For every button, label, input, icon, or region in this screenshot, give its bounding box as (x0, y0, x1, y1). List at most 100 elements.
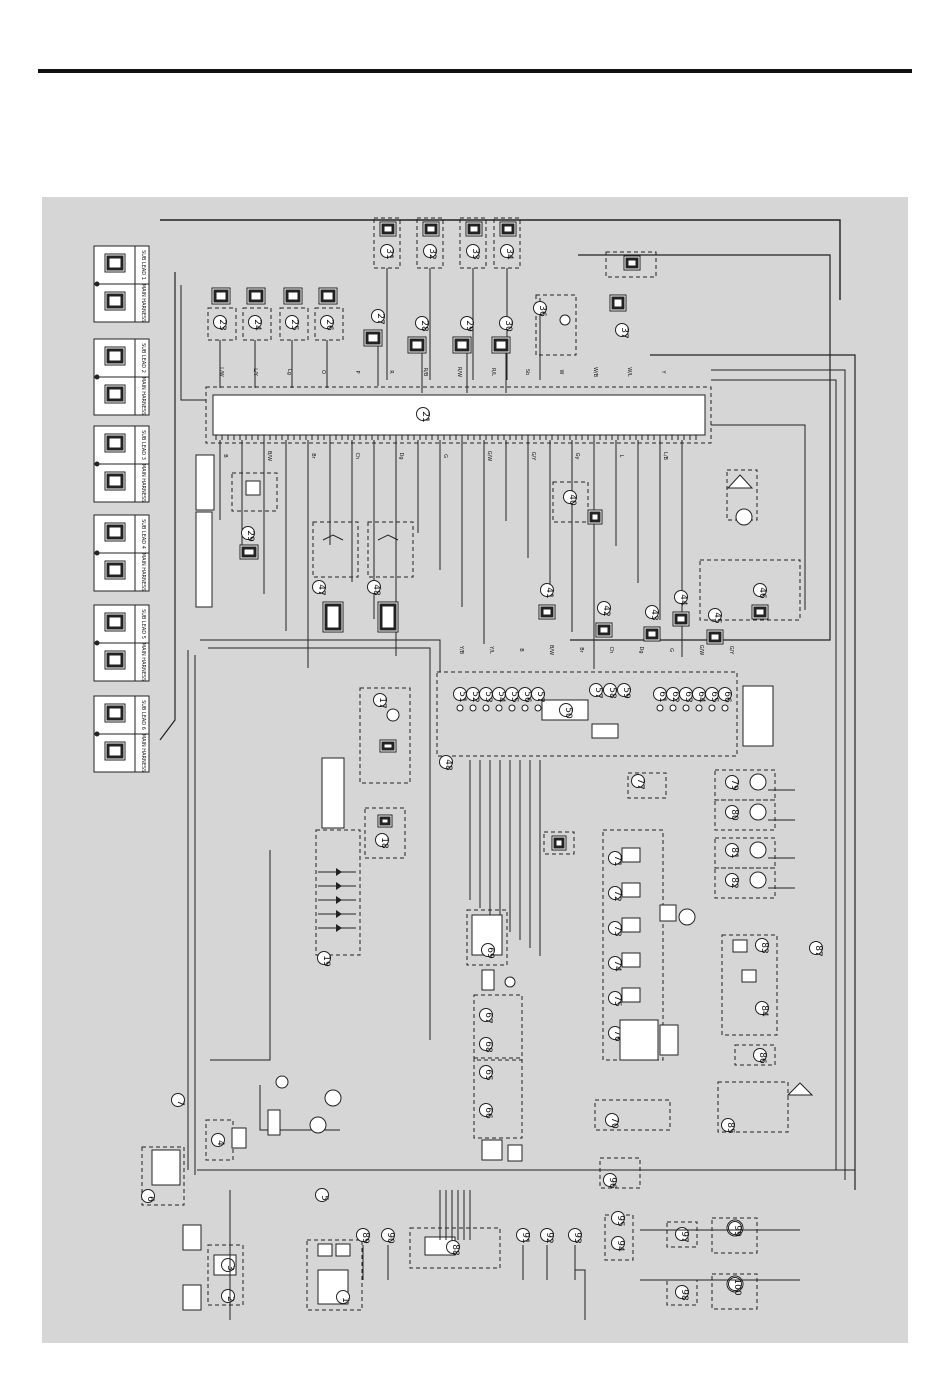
connector-face (108, 437, 122, 449)
connector-number-badge (312, 580, 326, 594)
sensor-boundary (627, 772, 667, 799)
connector-face (627, 259, 637, 267)
lamp-bulb (749, 803, 767, 821)
indicator-lamp (495, 704, 503, 712)
connector-housing (659, 1024, 679, 1056)
connector-number: 48 (371, 584, 381, 596)
connector-housing (317, 1243, 333, 1257)
indicator-lamp (669, 704, 677, 712)
connector-number: 61 (657, 691, 667, 702)
connector-number: 41 (544, 587, 554, 598)
connector-number: 83 (759, 942, 769, 953)
connector-number-badge (481, 943, 495, 957)
connector-number: 56 (522, 691, 532, 703)
connector-number: 23 (217, 319, 227, 330)
connector-face (322, 291, 334, 301)
connector-housing (481, 969, 495, 991)
sensor-group (314, 307, 344, 341)
connector-number: 80 (729, 809, 739, 821)
wire-color-label: R/B (422, 368, 428, 377)
connector-number: 74 (612, 960, 622, 972)
wire-color-label: W/B (592, 367, 598, 378)
lamp-boundary (711, 1273, 758, 1310)
horn-boundary (717, 1081, 789, 1133)
connector-number: 27 (375, 313, 385, 324)
connector-number: 81 (729, 847, 739, 858)
connector-boundary (666, 1221, 698, 1248)
legend-dot (94, 550, 100, 556)
connector-number-badge (213, 315, 227, 329)
ecu-block (212, 394, 706, 436)
connector-number: 66 (722, 691, 732, 703)
connector-number-badge (605, 1113, 619, 1127)
connector-number-badge (516, 1228, 530, 1242)
top-connector-group (493, 217, 521, 269)
lamp-boundary (714, 799, 776, 831)
wire-color-label: W (558, 370, 564, 375)
connector-number: 73 (612, 925, 622, 936)
switch-connector (621, 882, 641, 898)
connector-number: 6 (145, 1196, 155, 1202)
wire-color-label: Lg (286, 369, 292, 375)
connector-number: 36 (537, 305, 547, 317)
top-connector-group (416, 217, 444, 269)
relay-boundary (359, 687, 411, 784)
connector-face (599, 626, 609, 634)
connector-number-badge (317, 951, 331, 965)
connector-face (383, 225, 393, 233)
legend-left-label: MAIN HARNESS (140, 734, 146, 772)
connector-number: 96 (607, 1177, 617, 1189)
connector-number-badge (500, 244, 514, 258)
connector-number-badge (597, 601, 611, 615)
connector-number: 95 (615, 1215, 625, 1226)
legend-dot (94, 640, 100, 646)
connector-number: 70 (609, 1117, 619, 1129)
connector-boundary (466, 909, 508, 966)
wire (210, 850, 271, 1061)
indicator-lamp (534, 704, 542, 712)
connector-number: 69 (485, 947, 495, 959)
connector-number: 98 (679, 1289, 689, 1301)
starter-connector (231, 1127, 247, 1149)
connector-face (108, 388, 122, 400)
connector-number: 29 (464, 320, 474, 332)
connector-number: 90 (385, 1232, 395, 1244)
relay-boundary (231, 472, 278, 512)
connector-number: 32 (427, 248, 437, 259)
connector-face (287, 291, 299, 301)
wire-color-label: Br (578, 647, 584, 653)
connector-number: 58 (607, 687, 617, 699)
connector-number-badge (611, 1211, 625, 1225)
connector-number-badge (336, 1290, 350, 1304)
connector-housing (182, 1224, 202, 1251)
diode-symbol (336, 910, 342, 918)
legend-left-label: MAIN HARNESS (140, 464, 146, 502)
connector-number: 45 (712, 612, 722, 623)
connector-number-badge (221, 1289, 235, 1303)
wire-color-label: R/L (490, 368, 496, 376)
connector-number: 42 (601, 605, 611, 616)
connector-number: 85 (725, 1122, 735, 1133)
wire (208, 647, 431, 1040)
connector-number: 87 (813, 945, 823, 956)
connector-number: 99 (732, 1225, 742, 1237)
connector-number: 7 (175, 1100, 185, 1106)
header-rule (38, 69, 912, 73)
switch-connector (621, 952, 641, 968)
legend-left-label: MAIN HARNESS (140, 377, 146, 415)
connector-number-badge (423, 244, 437, 258)
meter-ic (591, 723, 619, 739)
connector-number-badge (211, 1133, 225, 1147)
connector-number-badge (615, 323, 629, 337)
connector-face (495, 340, 507, 350)
connector-number-badge (718, 687, 732, 701)
lamp-connector (732, 939, 748, 953)
wire-color-label: Sb (524, 369, 530, 375)
connector-number-badge (533, 301, 547, 315)
connector-number: 29 (245, 530, 255, 542)
lamp-boundary (714, 769, 776, 801)
battery-boundary (207, 1244, 244, 1306)
connector-number: 52 (470, 691, 480, 702)
connector-number-badge (708, 608, 722, 622)
connector-number-badge (375, 833, 389, 847)
